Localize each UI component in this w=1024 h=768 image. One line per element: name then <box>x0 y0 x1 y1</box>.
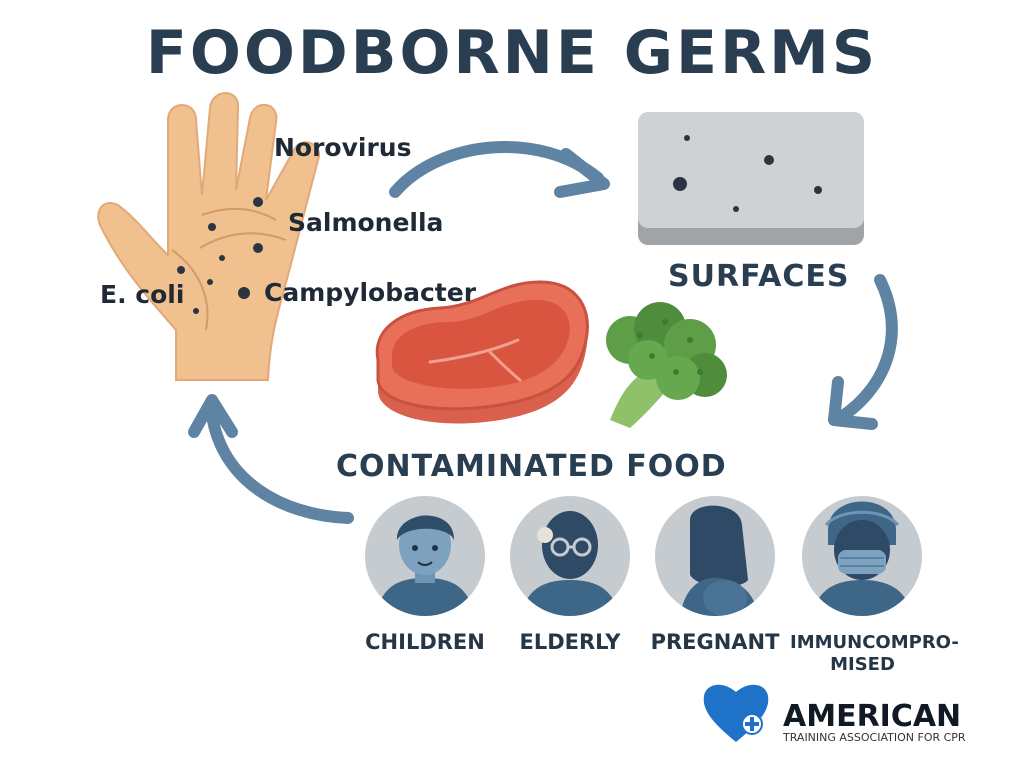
hand-illustration <box>97 92 321 381</box>
elderly-avatar-icon <box>510 496 630 616</box>
steak-illustration <box>375 280 589 424</box>
page-title: FOODBORNE GERMS <box>145 18 879 88</box>
pregnant-avatar-icon <box>655 496 775 616</box>
logo-name: AMERICAN <box>783 699 962 734</box>
surface-illustration <box>638 112 864 245</box>
group-label-immunocompromised-line1: IMMUNCOMPRO- <box>790 632 959 653</box>
heart-plus-icon <box>703 684 769 742</box>
group-label-children: CHILDREN <box>365 630 485 654</box>
group-label-immunocompromised-line2: MISED <box>830 654 895 675</box>
contaminated-food-label: CONTAMINATED FOOD <box>336 449 727 484</box>
child-avatar-icon <box>365 496 485 616</box>
germ-label-ecoli: E. coli <box>100 280 185 309</box>
broccoli-illustration <box>606 302 727 428</box>
surfaces-label: SURFACES <box>668 259 850 294</box>
group-label-elderly: ELDERLY <box>519 630 621 654</box>
group-label-immunocompromised: IMMUNCOMPRO- MISED <box>790 632 959 676</box>
arrow-food-to-hand <box>206 409 354 524</box>
group-label-pregnant: PREGNANT <box>650 630 780 654</box>
arrow-surfaces-to-food <box>834 274 898 424</box>
immunocompromised-avatar-icon <box>802 496 922 616</box>
logo-tagline: TRAINING ASSOCIATION FOR CPR <box>783 731 966 744</box>
germ-dots <box>177 197 263 314</box>
germ-label-norovirus: Norovirus <box>274 133 412 162</box>
germ-label-salmonella: Salmonella <box>288 208 444 237</box>
germ-label-campylobacter: Campylobacter <box>264 278 477 307</box>
